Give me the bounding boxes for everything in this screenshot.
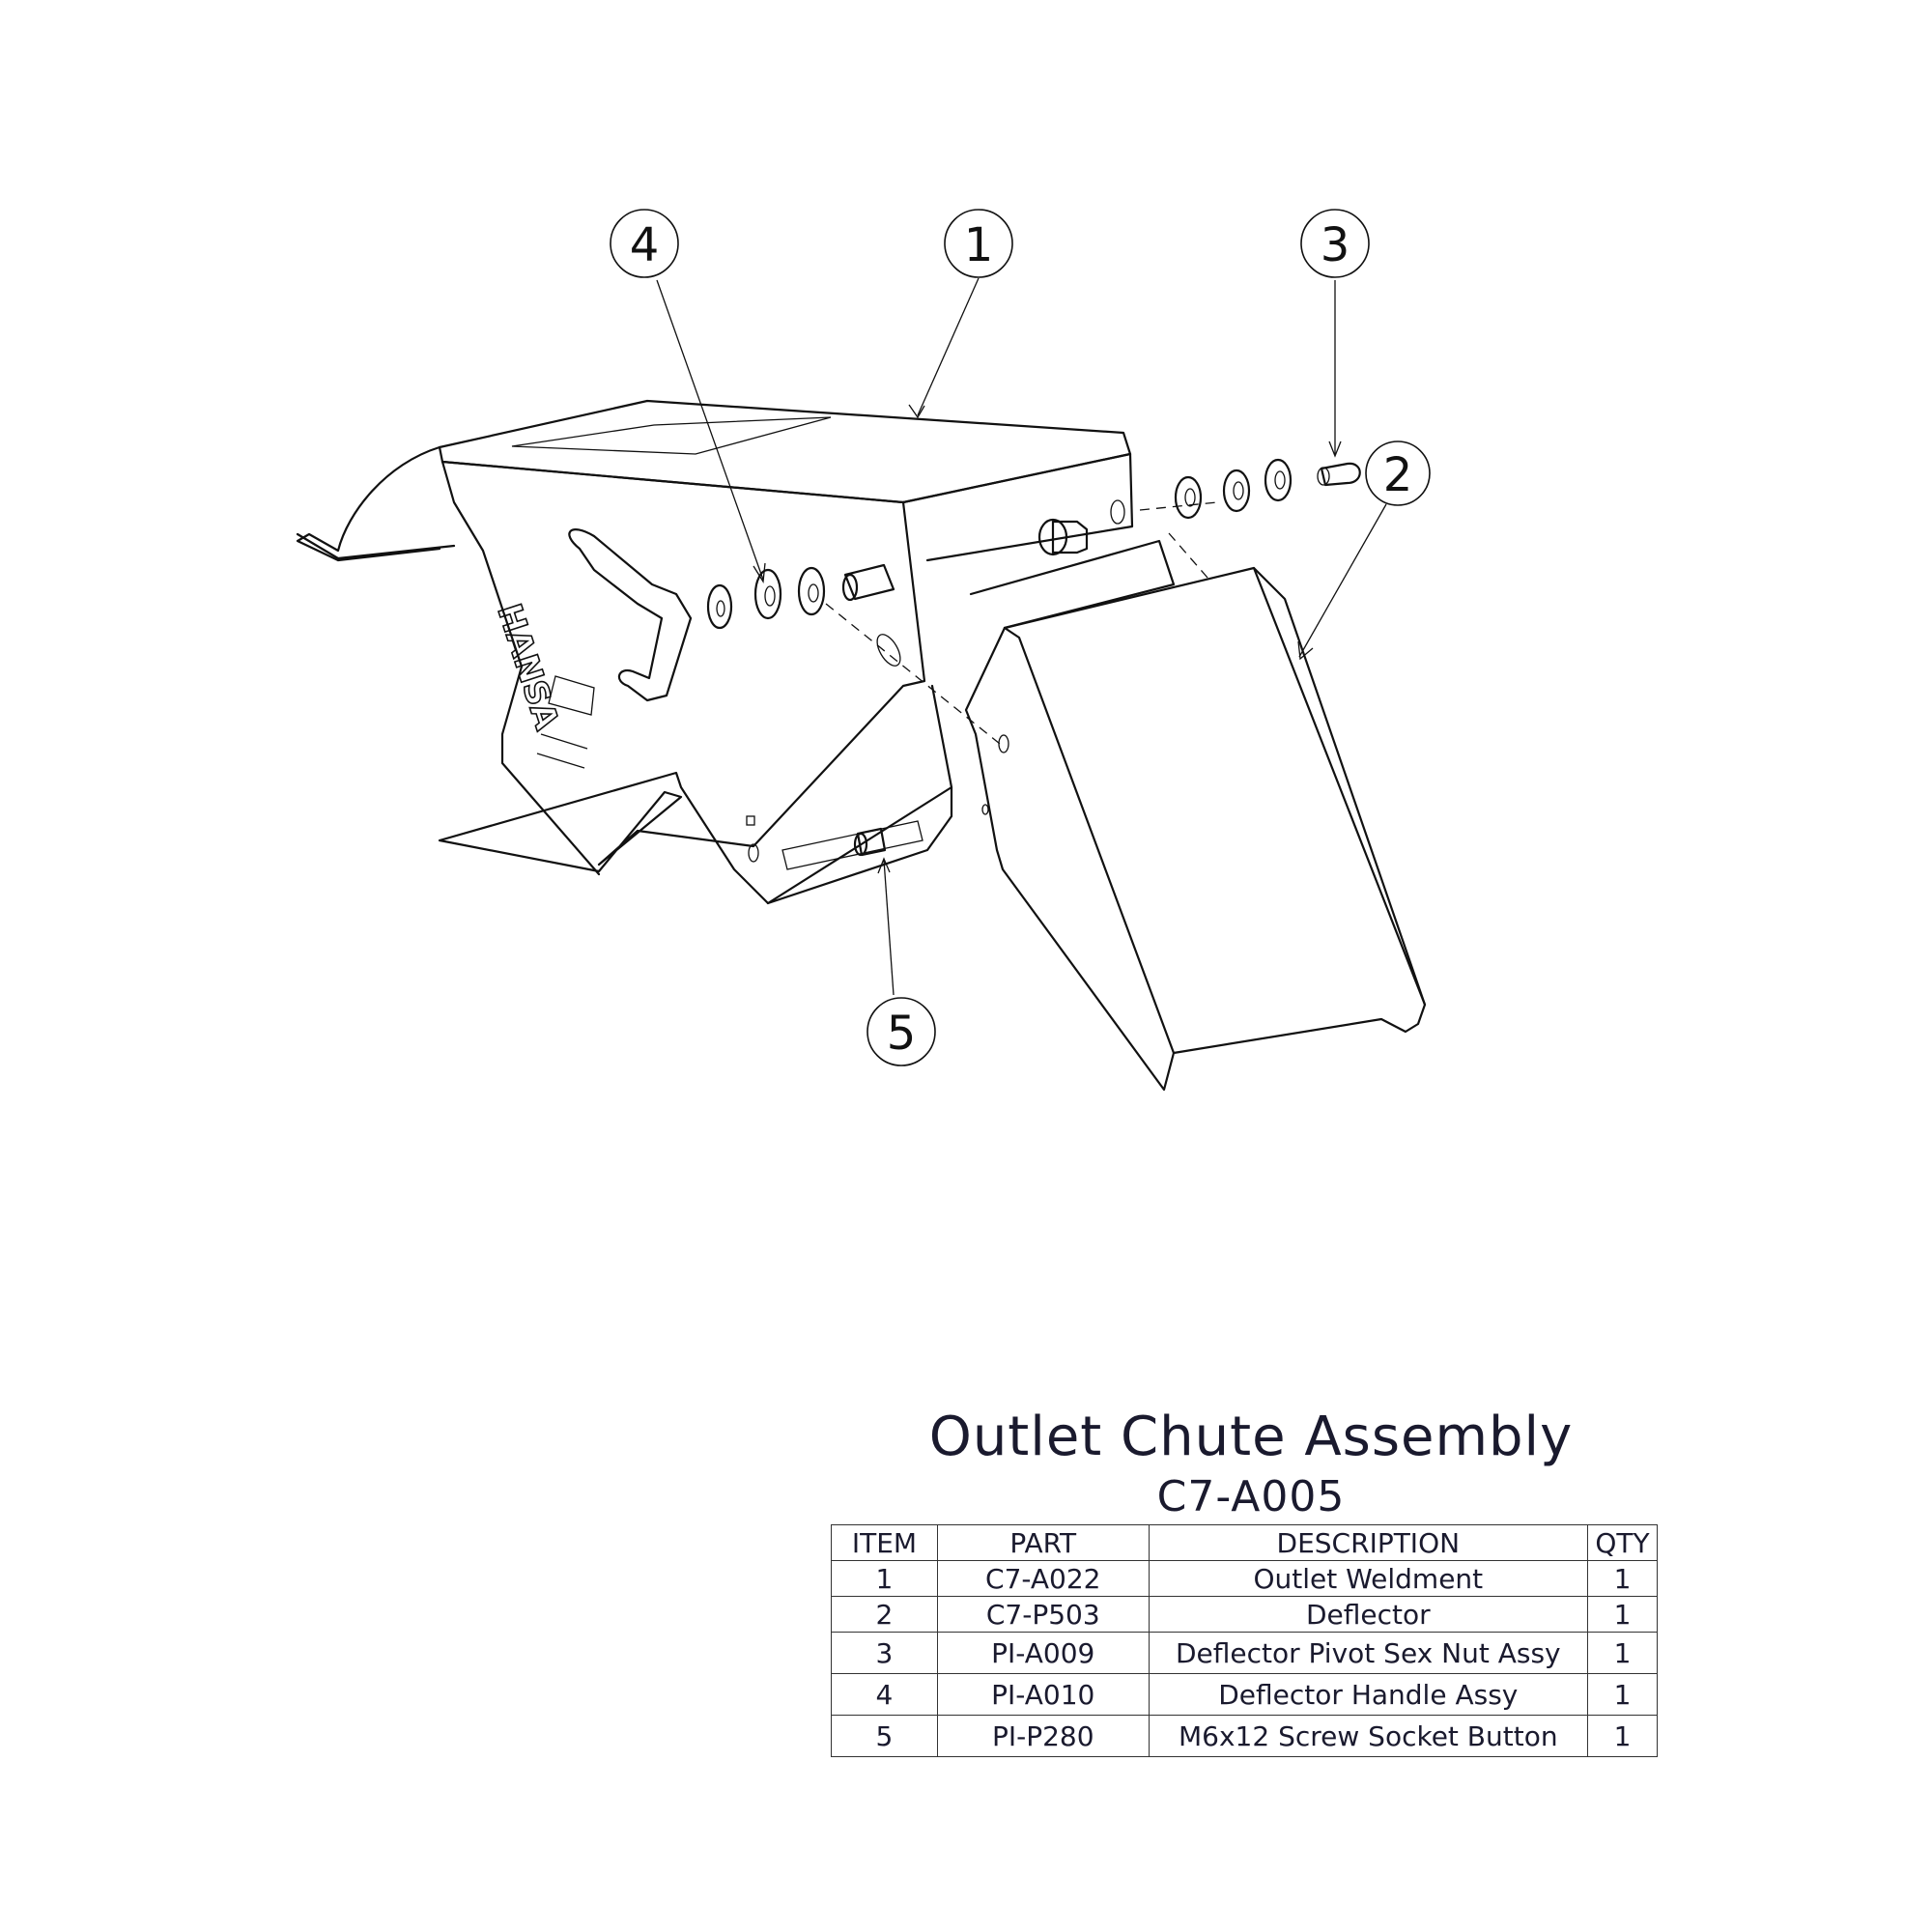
bom-row: 4 PI-A010 Deflector Handle Assy 1 bbox=[831, 1673, 1658, 1716]
bom-header-item: ITEM bbox=[831, 1524, 938, 1561]
bom-item: 3 bbox=[831, 1632, 938, 1674]
callout-balloon-5: 5 bbox=[867, 997, 936, 1066]
svg-text:1: 1 bbox=[964, 218, 994, 272]
bom-description: Deflector Pivot Sex Nut Assy bbox=[1148, 1632, 1589, 1674]
callout-balloon-4: 4 bbox=[610, 209, 679, 278]
bom-row: 2 C7-P503 Deflector 1 bbox=[831, 1596, 1658, 1633]
bom-row: 3 PI-A009 Deflector Pivot Sex Nut Assy 1 bbox=[831, 1632, 1658, 1674]
pivot-hardware bbox=[706, 458, 1361, 857]
bom-header-part: PART bbox=[936, 1524, 1150, 1561]
svg-text:4: 4 bbox=[630, 218, 660, 272]
bom-qty: 1 bbox=[1587, 1673, 1658, 1716]
bom-header-description: DESCRIPTION bbox=[1148, 1524, 1589, 1561]
bom-part: PI-A009 bbox=[936, 1632, 1150, 1674]
bom-description: Deflector Handle Assy bbox=[1148, 1673, 1589, 1716]
bom-header-qty: QTY bbox=[1587, 1524, 1658, 1561]
leader-lines bbox=[656, 277, 1387, 996]
hansa-logo-text: HANSA bbox=[489, 599, 566, 734]
callout-balloon-2: 2 bbox=[1365, 440, 1431, 506]
deflector-part bbox=[964, 539, 1427, 1092]
callout-balloon-3: 3 bbox=[1300, 209, 1370, 278]
bom-item: 1 bbox=[831, 1560, 938, 1597]
bom-qty: 1 bbox=[1587, 1596, 1658, 1633]
bom-description: M6x12 Screw Socket Button bbox=[1148, 1715, 1589, 1757]
bom-row: 1 C7-A022 Outlet Weldment 1 bbox=[831, 1560, 1658, 1597]
svg-text:2: 2 bbox=[1383, 448, 1413, 502]
bom-item: 4 bbox=[831, 1673, 938, 1716]
bom-description: Deflector bbox=[1148, 1596, 1589, 1633]
bom-qty: 1 bbox=[1587, 1632, 1658, 1674]
outlet-weldment-part: HANSA bbox=[296, 399, 1134, 905]
bom-part: C7-A022 bbox=[936, 1560, 1150, 1597]
bom-description: Outlet Weldment bbox=[1148, 1560, 1589, 1597]
bom-part: C7-P503 bbox=[936, 1596, 1150, 1633]
bill-of-materials-table: ITEM PART DESCRIPTION QTY 1 C7-A022 Outl… bbox=[831, 1524, 1658, 1757]
callout-balloon-1: 1 bbox=[944, 209, 1013, 278]
bom-header-row: ITEM PART DESCRIPTION QTY bbox=[831, 1524, 1658, 1561]
bom-row: 5 PI-P280 M6x12 Screw Socket Button 1 bbox=[831, 1715, 1658, 1757]
svg-text:5: 5 bbox=[887, 1007, 917, 1061]
bom-qty: 1 bbox=[1587, 1715, 1658, 1757]
bom-item: 5 bbox=[831, 1715, 938, 1757]
bom-part: PI-P280 bbox=[936, 1715, 1150, 1757]
assembly-title: Outlet Chute Assembly bbox=[928, 1406, 1574, 1468]
assembly-number: C7-A005 bbox=[1156, 1472, 1346, 1521]
bom-item: 2 bbox=[831, 1596, 938, 1633]
bom-part: PI-A010 bbox=[936, 1673, 1150, 1716]
bom-qty: 1 bbox=[1587, 1560, 1658, 1597]
svg-text:3: 3 bbox=[1321, 218, 1350, 272]
